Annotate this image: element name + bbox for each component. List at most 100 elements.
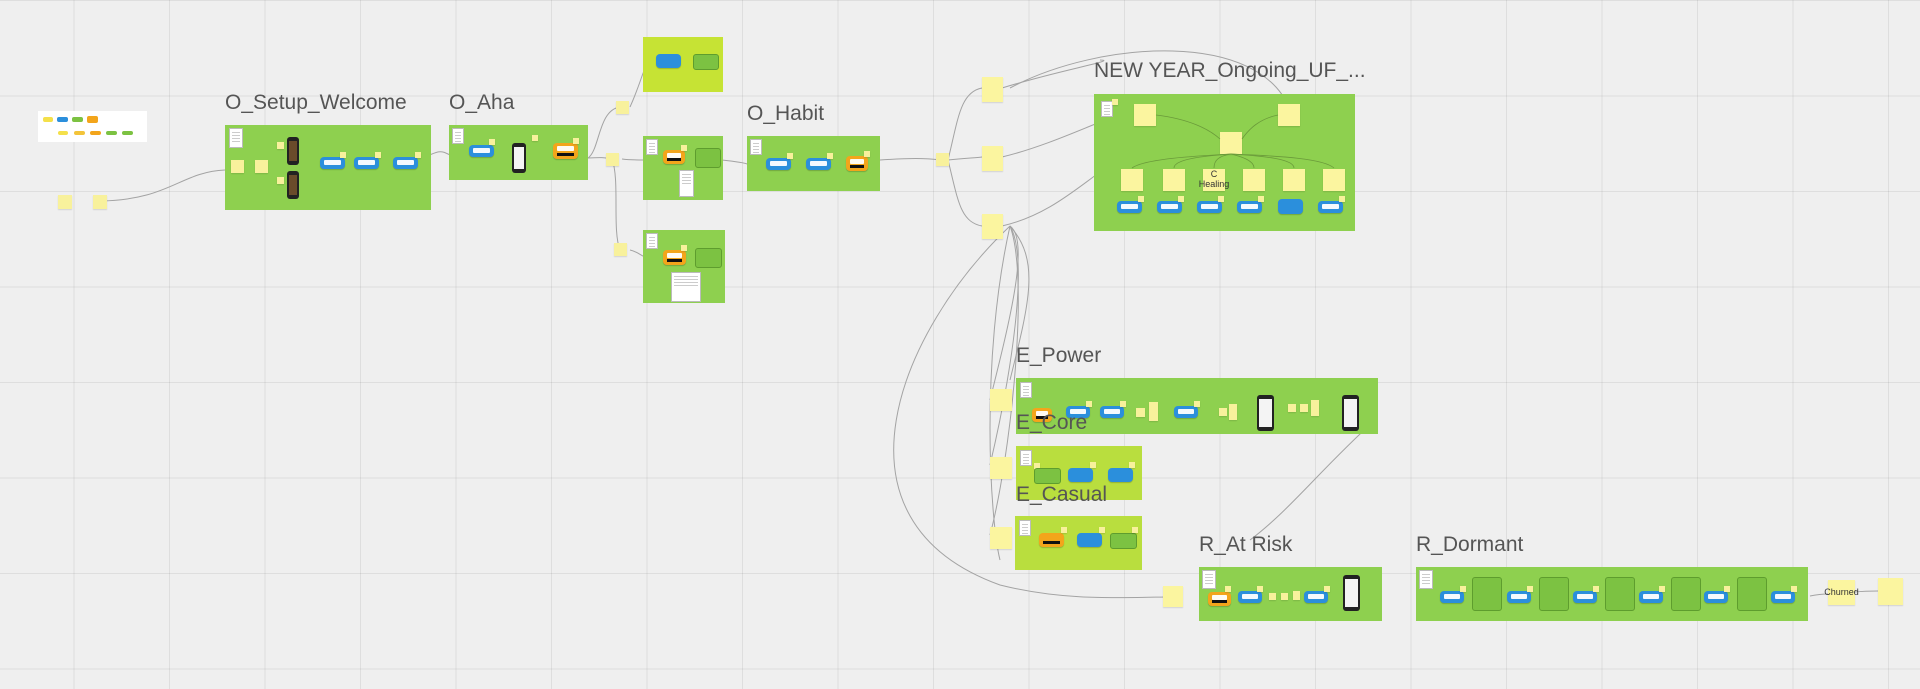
sticky-note[interactable] [1090, 462, 1096, 468]
sticky-note[interactable] [787, 153, 793, 159]
email-card[interactable] [354, 157, 379, 169]
decision-sticky[interactable] [982, 77, 1003, 102]
sticky-note[interactable] [606, 153, 619, 166]
email-card[interactable] [1278, 199, 1303, 214]
content-card[interactable] [1539, 577, 1569, 611]
email-card-highlighted[interactable] [1039, 533, 1064, 547]
email-card[interactable] [320, 157, 345, 169]
frame-title[interactable]: R_At Risk [1199, 533, 1293, 556]
decision-sticky[interactable] [982, 146, 1003, 171]
sticky-note[interactable] [864, 151, 870, 157]
content-card[interactable] [1605, 577, 1635, 611]
sticky-note[interactable] [1061, 527, 1067, 533]
sticky-note[interactable] [1281, 593, 1288, 600]
frame-title[interactable]: E_Power [1016, 344, 1102, 367]
sticky-note[interactable] [1112, 99, 1118, 105]
sticky-note[interactable] [681, 245, 687, 251]
content-card[interactable] [695, 248, 722, 268]
email-card[interactable] [656, 54, 681, 68]
email-card[interactable] [1108, 468, 1133, 482]
frame-branch-middle[interactable] [643, 136, 723, 200]
frame-e-core[interactable] [1016, 446, 1142, 500]
sticky-note[interactable] [1178, 196, 1184, 202]
content-card[interactable] [1034, 468, 1061, 484]
sticky-note[interactable] [1258, 196, 1264, 202]
email-card[interactable] [1174, 406, 1198, 418]
frame-branch-bottom[interactable] [643, 230, 725, 303]
document-thumbnail[interactable] [646, 139, 658, 155]
sticky-note[interactable] [1132, 527, 1138, 533]
document-thumbnail[interactable] [679, 170, 694, 197]
email-card[interactable] [1573, 591, 1597, 603]
frame-branch-top[interactable] [643, 37, 723, 92]
content-card[interactable] [1472, 577, 1502, 611]
frame-new-year[interactable]: C Healing [1094, 94, 1355, 231]
email-card[interactable] [1507, 591, 1531, 603]
phone-screen[interactable] [1343, 575, 1360, 611]
document-thumbnail[interactable] [1419, 570, 1433, 589]
email-card[interactable] [1068, 468, 1093, 482]
document-thumbnail[interactable] [1202, 570, 1216, 589]
email-card[interactable] [1100, 406, 1124, 418]
sticky-note[interactable] [1225, 586, 1231, 592]
email-card[interactable] [1639, 591, 1663, 603]
sticky-note[interactable] [1293, 591, 1300, 600]
sticky-note[interactable] [1099, 527, 1105, 533]
email-card[interactable] [1704, 591, 1728, 603]
sticky-note[interactable] [1229, 404, 1237, 420]
email-card[interactable] [393, 157, 418, 169]
email-card[interactable] [1117, 201, 1142, 213]
sticky-note[interactable] [681, 145, 687, 151]
sticky-note[interactable] [1219, 408, 1227, 416]
frame-e-casual[interactable] [1015, 516, 1142, 570]
email-card[interactable] [1771, 591, 1795, 603]
email-card-highlighted[interactable] [846, 156, 868, 171]
sticky-note[interactable] [415, 152, 421, 158]
sticky-note[interactable] [231, 160, 244, 173]
sticky-note[interactable] [1324, 586, 1330, 592]
segment-sticky[interactable] [1243, 169, 1265, 191]
frame-title[interactable]: O_Habit [747, 102, 825, 125]
sticky-note[interactable] [1194, 401, 1200, 407]
email-card-highlighted[interactable] [663, 150, 685, 164]
frame-r-at-risk[interactable] [1199, 567, 1382, 621]
email-card[interactable] [469, 145, 494, 157]
sticky-note[interactable] [827, 153, 833, 159]
sticky-note[interactable] [573, 138, 579, 144]
sticky-note[interactable] [489, 139, 495, 145]
content-card[interactable] [695, 148, 721, 168]
frame-title[interactable]: R_Dormant [1416, 533, 1524, 556]
sticky-note[interactable] [58, 195, 72, 209]
email-card-highlighted[interactable] [663, 250, 686, 265]
sticky-note[interactable] [1460, 586, 1466, 592]
sticky-note[interactable] [936, 153, 949, 166]
content-card[interactable] [1110, 533, 1137, 549]
frame-title[interactable]: E_Casual [1016, 483, 1108, 506]
sticky-note[interactable] [1136, 408, 1145, 417]
sticky-note[interactable] [1288, 404, 1296, 412]
document-thumbnail[interactable] [671, 272, 701, 302]
sticky-note[interactable] [255, 160, 268, 173]
document-thumbnail[interactable] [452, 128, 464, 144]
sticky-note[interactable] [1593, 586, 1599, 592]
frame-r-dormant[interactable] [1416, 567, 1808, 621]
sticky-note[interactable] [1120, 401, 1126, 407]
sticky-note[interactable] [1791, 586, 1797, 592]
phone-screen[interactable] [512, 143, 526, 173]
engagement-sticky[interactable] [990, 527, 1012, 549]
frame-title[interactable]: E_Core [1016, 411, 1088, 434]
phone-screen[interactable] [1257, 395, 1274, 431]
churned-sticky[interactable]: Churned [1824, 580, 1859, 605]
sticky-note[interactable] [277, 177, 284, 184]
legend-panel[interactable] [38, 111, 147, 142]
sticky-note[interactable] [1257, 586, 1263, 592]
segment-sticky[interactable] [1220, 132, 1242, 154]
frame-title[interactable]: O_Aha [449, 91, 515, 114]
sticky-note[interactable] [532, 135, 538, 141]
sticky-note[interactable] [616, 101, 629, 114]
segment-sticky[interactable] [1134, 104, 1156, 126]
sticky-note[interactable] [277, 142, 284, 149]
email-card[interactable] [1238, 591, 1262, 603]
email-card-highlighted[interactable] [553, 143, 578, 159]
